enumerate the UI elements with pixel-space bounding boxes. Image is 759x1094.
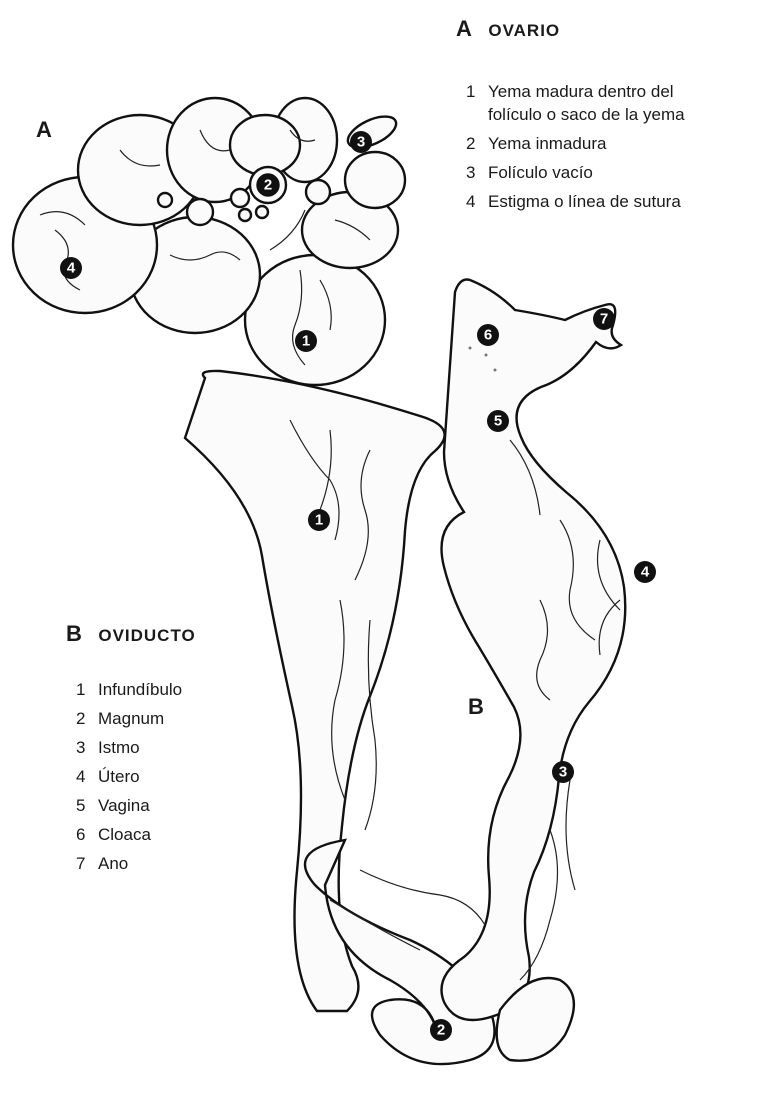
ovary-follicle-1	[245, 255, 385, 385]
svg-text:2: 2	[264, 177, 272, 194]
svg-text:3: 3	[559, 764, 567, 781]
svg-text:4: 4	[641, 564, 650, 581]
svg-text:5: 5	[494, 413, 502, 430]
ovary-marker-3: 3	[350, 131, 372, 153]
oviduct-marker-6: 6	[477, 324, 499, 346]
ovary-marker-2: 2	[257, 174, 279, 196]
svg-text:1: 1	[302, 333, 310, 350]
ovary-lobe	[230, 115, 300, 175]
oviducto-heading: B OVIDUCTO	[66, 621, 196, 647]
ovario-heading: A OVARIO	[456, 16, 560, 42]
ovary-lobe	[345, 152, 405, 208]
ovario-title: OVARIO	[488, 21, 560, 40]
ovary-illustration: 1 2 3 4	[13, 98, 405, 385]
oviducto-letter: B	[66, 621, 82, 646]
figure-label-a: A	[36, 117, 52, 143]
svg-text:3: 3	[357, 134, 365, 151]
oviduct-marker-3: 3	[552, 761, 574, 783]
oviduct-uterus-vagina	[442, 280, 626, 1021]
oviduct-marker-4: 4	[634, 561, 656, 583]
ovary-marker-1: 1	[295, 330, 317, 352]
svg-text:1: 1	[315, 512, 323, 529]
svg-text:4: 4	[67, 260, 76, 277]
oviducto-title: OVIDUCTO	[98, 626, 195, 645]
svg-text:2: 2	[437, 1022, 445, 1039]
legend-item: folículo o saco de la yema	[466, 105, 685, 125]
oviduct-illustration: 1 2 3 4 5 6 7	[185, 280, 656, 1065]
ovario-letter: A	[456, 16, 472, 41]
oviduct-marker-2: 2	[430, 1019, 452, 1041]
oviduct-marker-1: 1	[308, 509, 330, 531]
oviduct-infundibulum	[185, 371, 445, 1011]
ovary-marker-4: 4	[60, 257, 82, 279]
svg-text:6: 6	[484, 327, 492, 344]
svg-text:7: 7	[600, 311, 608, 328]
oviduct-marker-5: 5	[487, 410, 509, 432]
figure-label-b: B	[468, 694, 484, 720]
oviduct-marker-7: 7	[593, 308, 615, 330]
